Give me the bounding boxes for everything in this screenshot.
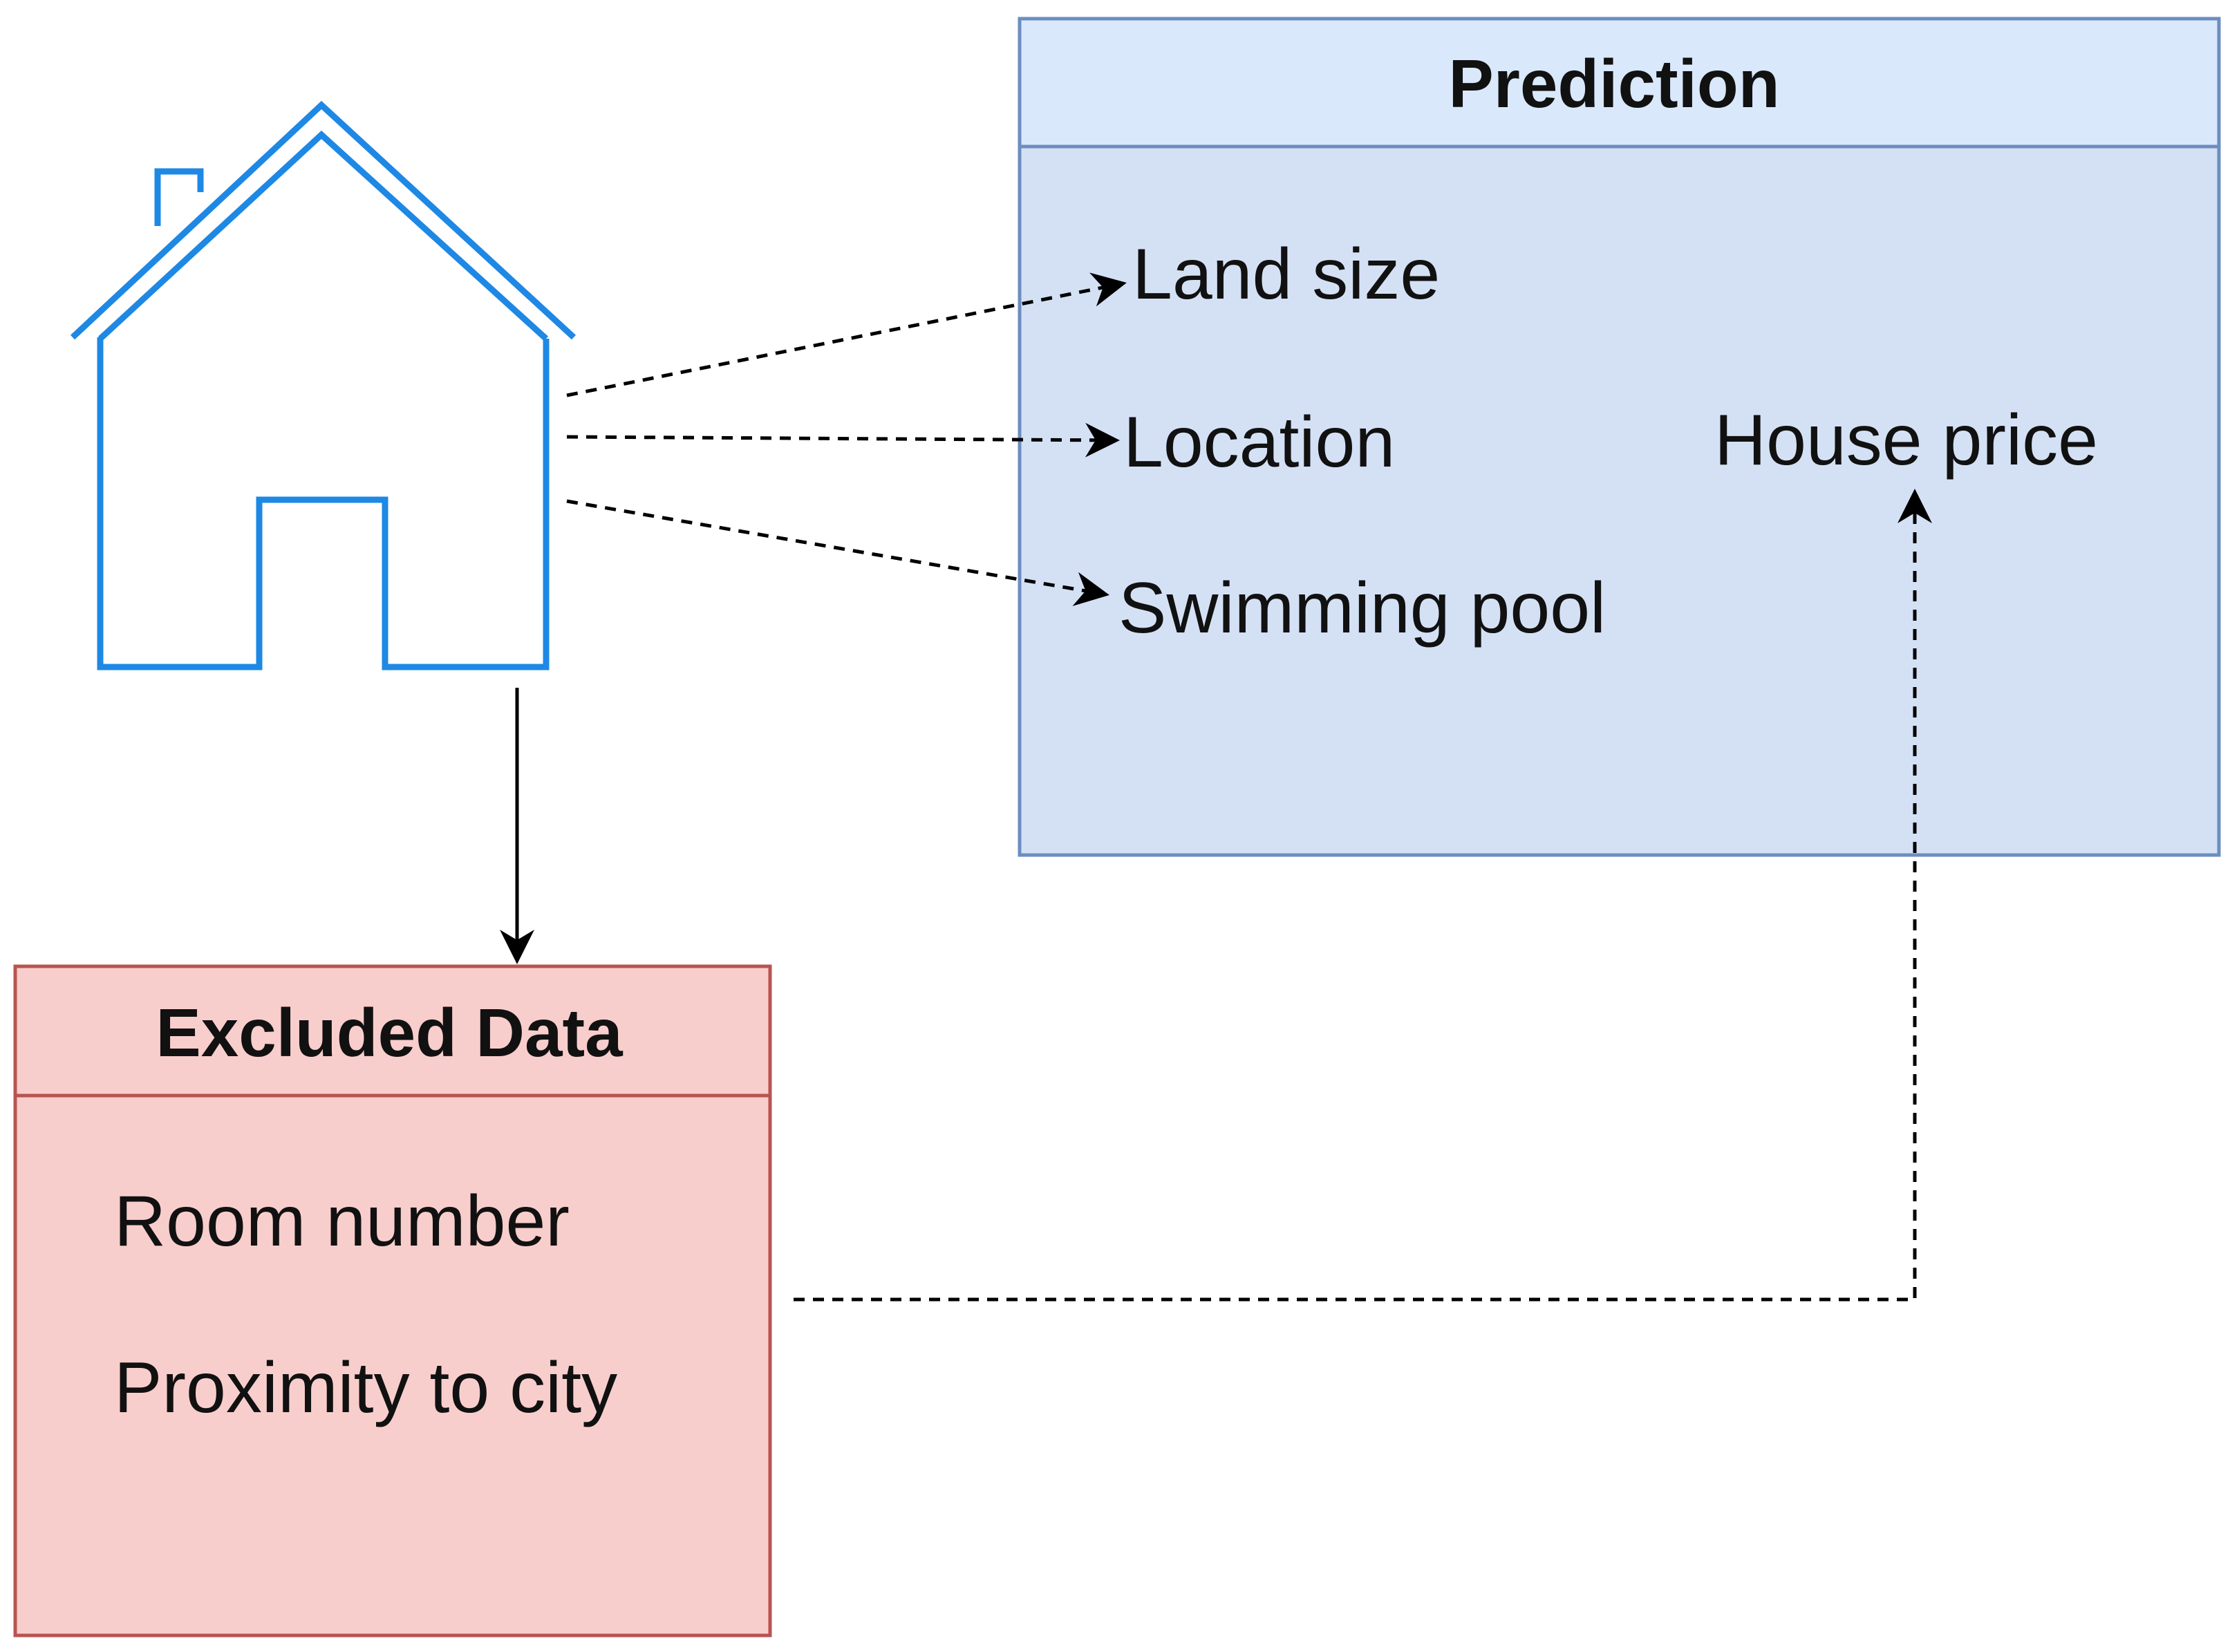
arrow-to-land-size (566, 272, 1127, 397)
excluded-title: Excluded Data (156, 995, 624, 1071)
excluded-data-box: Excluded Data Room number Proximity to c… (13, 964, 772, 1637)
feature-location: Location (1123, 402, 1395, 482)
feature-swimming-pool: Swimming pool (1118, 568, 1606, 648)
prediction-box: Prediction Land size Location Swimming p… (1018, 17, 2221, 857)
arrow-excluded-to-house-price (794, 489, 1932, 1302)
arrow-to-location (566, 422, 1120, 458)
arrow-to-swimming-pool (566, 499, 1109, 606)
house-icon (70, 100, 577, 670)
excluded-item-proximity: Proximity to city (114, 1348, 617, 1428)
prediction-title: Prediction (1448, 46, 1779, 122)
feature-land-size: Land size (1132, 234, 1440, 315)
target-house-price: House price (1714, 400, 2098, 480)
excluded-item-room-number: Room number (114, 1181, 570, 1261)
